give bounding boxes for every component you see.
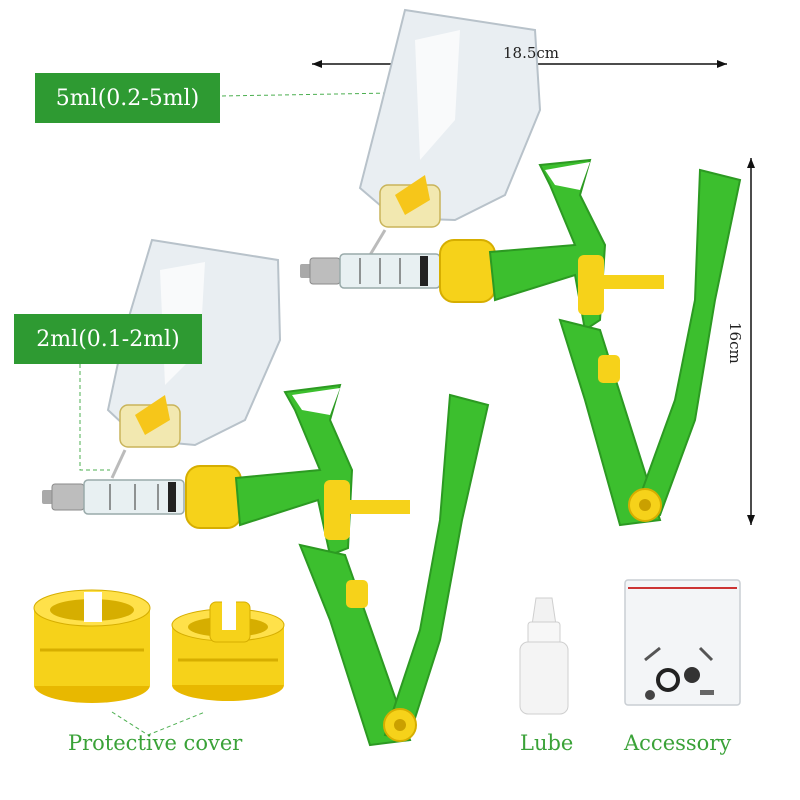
caption-accessory: Accessory — [624, 731, 732, 755]
protective-cover-small — [171, 600, 285, 701]
width-label: 18.5cm — [503, 44, 560, 62]
leader-line-2ml — [79, 364, 110, 471]
lube-bottle — [519, 597, 569, 715]
caption-lube: Lube — [520, 731, 574, 755]
syringe-5ml — [300, 8, 742, 527]
syringe-2ml — [42, 238, 490, 747]
protective-cover-large — [33, 589, 151, 703]
height-dimension-line — [747, 158, 755, 525]
accessory-bag — [624, 579, 741, 706]
capacity-tag-2ml: 2ml(0.1-2ml) — [14, 314, 202, 364]
capacity-tag-5ml: 5ml(0.2-5ml) — [35, 73, 220, 123]
leader-line-cover — [111, 711, 206, 736]
leader-line-5ml — [221, 92, 393, 97]
caption-protective-cover: Protective cover — [68, 731, 243, 755]
height-label: 16cm — [726, 322, 744, 364]
